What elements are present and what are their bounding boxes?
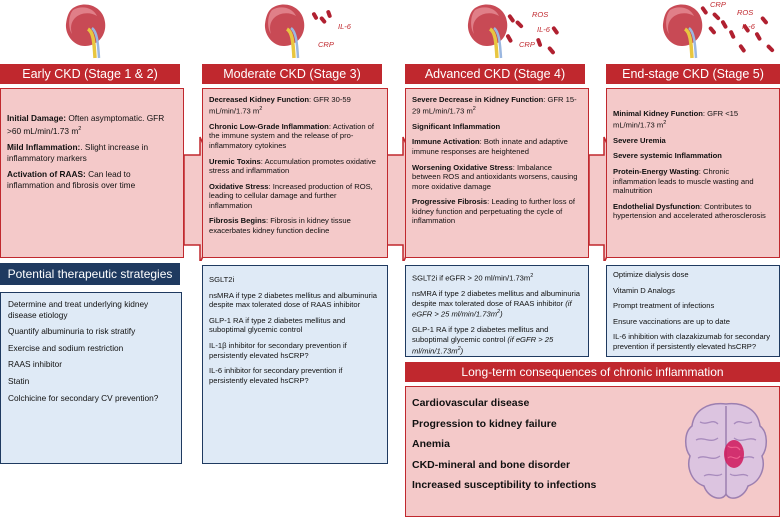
endstage-p5-text: : Contributes to hypertension and accele… xyxy=(613,201,766,221)
advanced-p4-label: Worsening Oxidative Stress xyxy=(412,162,513,172)
endstage-therapy-item: IL-6 inhibition with clazakizumab for se… xyxy=(613,332,771,351)
label-ros-stage5: ROS xyxy=(737,8,754,17)
kidney-icon-stage3 xyxy=(264,4,305,59)
early-therapy-item: Exercise and sodium restriction xyxy=(8,342,124,353)
endstage-therapy-item: Ensure vaccinations are up to date xyxy=(613,316,730,326)
endstage-p5-label: Endothelial Dysfunction xyxy=(613,201,700,211)
endstage-description-box: Minimal Kidney Function: GFR <15 mL/min/… xyxy=(606,88,780,258)
early-therapy-item: Statin xyxy=(8,375,30,386)
early-mild-inflammation-text: . Slight increase in inflammatory marker… xyxy=(7,141,149,163)
early-therapy-item: Colchicine for secondary CV prevention? xyxy=(8,392,159,403)
consequence-item: Progression to kidney failure xyxy=(412,417,557,430)
advanced-therapy-box: SGLT2i if eGFR > 20 ml/min/1.73m2 nsMRA … xyxy=(405,265,589,357)
moderate-gfr-sup: 2 xyxy=(259,105,263,112)
early-gfr-sup: 2 xyxy=(78,125,82,132)
cytokine-particles-stage5 xyxy=(700,6,775,53)
early-raas-label: Activation of RAAS: xyxy=(7,169,86,180)
endstage-therapy-item: Prompt treatment of infections xyxy=(613,301,715,311)
early-therapy-item: Determine and treat underlying kidney di… xyxy=(8,299,149,320)
consequence-item: Anemia xyxy=(412,438,450,450)
brain-icon xyxy=(685,402,767,499)
advanced-p1-text: : GFR 15-29 mL/min/1.73 m xyxy=(412,95,577,116)
label-crp-stage3: CRP xyxy=(318,40,334,49)
advanced-p4-text: : Imbalance between ROS and antioxidants… xyxy=(412,162,578,191)
moderate-therapy-item: nsMRA if type 2 diabetes mellitus and al… xyxy=(209,290,377,310)
endstage-p4-text: : Chronic inflammation leads to muscle w… xyxy=(613,166,754,196)
moderate-p4-label: Oxidative Stress xyxy=(209,181,269,191)
moderate-p5-label: Fibrosis Begins xyxy=(209,216,266,226)
advanced-p5-label: Progressive Fibrosis xyxy=(412,197,488,207)
advanced-p5-text: : Leading to further loss of kidney func… xyxy=(412,197,575,226)
endstage-p1-text: : GFR <15 mL/min/1.73 m xyxy=(613,109,739,130)
therapeutic-strategies-header: Potential therapeutic strategies xyxy=(0,263,180,285)
stage-header-advanced: Advanced CKD (Stage 4) xyxy=(405,64,585,84)
moderate-p2-label: Chronic Low-Grade Inflammation xyxy=(209,121,329,131)
moderate-p2-text: : Activation of the immune system and th… xyxy=(209,121,374,150)
cytokine-particles-stage4 xyxy=(506,14,559,55)
endstage-p2-label: Severe Uremia xyxy=(613,135,666,145)
advanced-description-box: Severe Decrease in Kidney Function: GFR … xyxy=(405,88,589,258)
consequence-item: CKD-mineral and bone disorder xyxy=(412,458,571,471)
moderate-therapy-item: IL-6 inhibitor for secondary prevention … xyxy=(209,366,343,385)
label-crp-stage4: CRP xyxy=(519,40,535,49)
advanced-p3-label: Immune Activation xyxy=(412,137,480,147)
advanced-gfr-sup: 2 xyxy=(472,105,476,112)
label-il6-stage5: IL-6 xyxy=(742,22,755,31)
endstage-therapy-item: Vitamin D Analogs xyxy=(613,285,675,295)
advanced-therapy-item-1: SGLT2i if eGFR > 20 ml/min/1.73m2 xyxy=(412,273,534,283)
label-il6-stage3: IL-6 xyxy=(338,22,351,31)
kidney-icon-stage4 xyxy=(467,4,508,59)
label-ros-stage4: ROS xyxy=(532,10,549,19)
moderate-therapy-item: IL-1β inhibitor for secondary prevention… xyxy=(209,340,347,360)
kidney-icon-stage1 xyxy=(65,4,106,59)
endstage-p4-label: Protein-Energy Wasting xyxy=(613,166,699,176)
stage-header-endstage: End-stage CKD (Stage 5) xyxy=(606,64,780,84)
moderate-p1-text: : GFR 30-59 mL/min/1.73 m xyxy=(209,95,351,116)
moderate-description-box: Decreased Kidney Function: GFR 30-59 mL/… xyxy=(202,88,388,258)
advanced-p2-label: Significant Inflammation xyxy=(412,121,501,131)
moderate-p5-text: : Fibrosis in kidney tissue exacerbates … xyxy=(209,216,351,236)
stage-header-early: Early CKD (Stage 1 & 2) xyxy=(0,64,180,84)
moderate-therapy-item: GLP-1 RA if type 2 diabetes mellitus and… xyxy=(209,315,346,335)
moderate-p3-text: : Accumulation promotes oxidative stress… xyxy=(209,156,376,176)
early-therapy-box: Determine and treat underlying kidney di… xyxy=(0,292,182,464)
consequence-item: Cardiovascular disease xyxy=(412,397,530,409)
stage-header-moderate: Moderate CKD (Stage 3) xyxy=(202,64,382,84)
kidney-icon-stage5 xyxy=(662,4,703,59)
advanced-p1-label: Severe Decrease in Kidney Function xyxy=(412,95,544,104)
early-initial-damage-label: Initial Damage: xyxy=(7,113,67,123)
moderate-therapy-box: SGLT2i nsMRA if type 2 diabetes mellitus… xyxy=(202,265,388,464)
endstage-p3-label: Severe systemic Inflammation xyxy=(613,151,722,161)
endstage-therapy-item: Optimize dialysis dose xyxy=(613,270,689,279)
advanced-therapy-item-2: nsMRA if type 2 diabetes mellitus and al… xyxy=(412,289,580,319)
moderate-p1-label: Decreased Kidney Function xyxy=(209,95,310,104)
early-therapy-item: RAAS inhibitor xyxy=(8,359,62,370)
advanced-p3-text: : Both innate and adaptive immune respon… xyxy=(412,137,568,156)
early-raas-text: Can lead to inflammation and fibrosis ov… xyxy=(7,169,136,190)
moderate-therapy-item: SGLT2i xyxy=(209,275,235,284)
early-therapy-item: Quantify albuminuria to risk stratify xyxy=(8,326,136,337)
early-initial-damage-text: Often asymptomatic. GFR >60 mL/min/1.73 … xyxy=(7,113,165,136)
endstage-p1-label: Minimal Kidney Function xyxy=(613,109,703,118)
consequences-header: Long-term consequences of chronic inflam… xyxy=(405,362,780,382)
moderate-p4-text: : Increased production of ROS, leading t… xyxy=(209,181,373,210)
consequence-item: Increased susceptibility to infections xyxy=(412,479,597,491)
cytokine-particles-stage3 xyxy=(312,10,332,24)
advanced-therapy-item-3: GLP-1 RA if type 2 diabetes mellitus and… xyxy=(412,325,554,356)
label-il6-stage4: IL-6 xyxy=(537,25,550,34)
early-mild-inflammation-label: Mild Inflammation: xyxy=(7,141,81,152)
early-description-box: Initial Damage: Often asymptomatic. GFR … xyxy=(0,88,184,258)
moderate-p3-label: Uremic Toxins xyxy=(209,156,261,166)
label-crp-stage5: CRP xyxy=(710,0,726,9)
endstage-therapy-box: Optimize dialysis dose Vitamin D Analogs… xyxy=(606,265,780,357)
endstage-gfr-sup: 2 xyxy=(663,119,667,126)
